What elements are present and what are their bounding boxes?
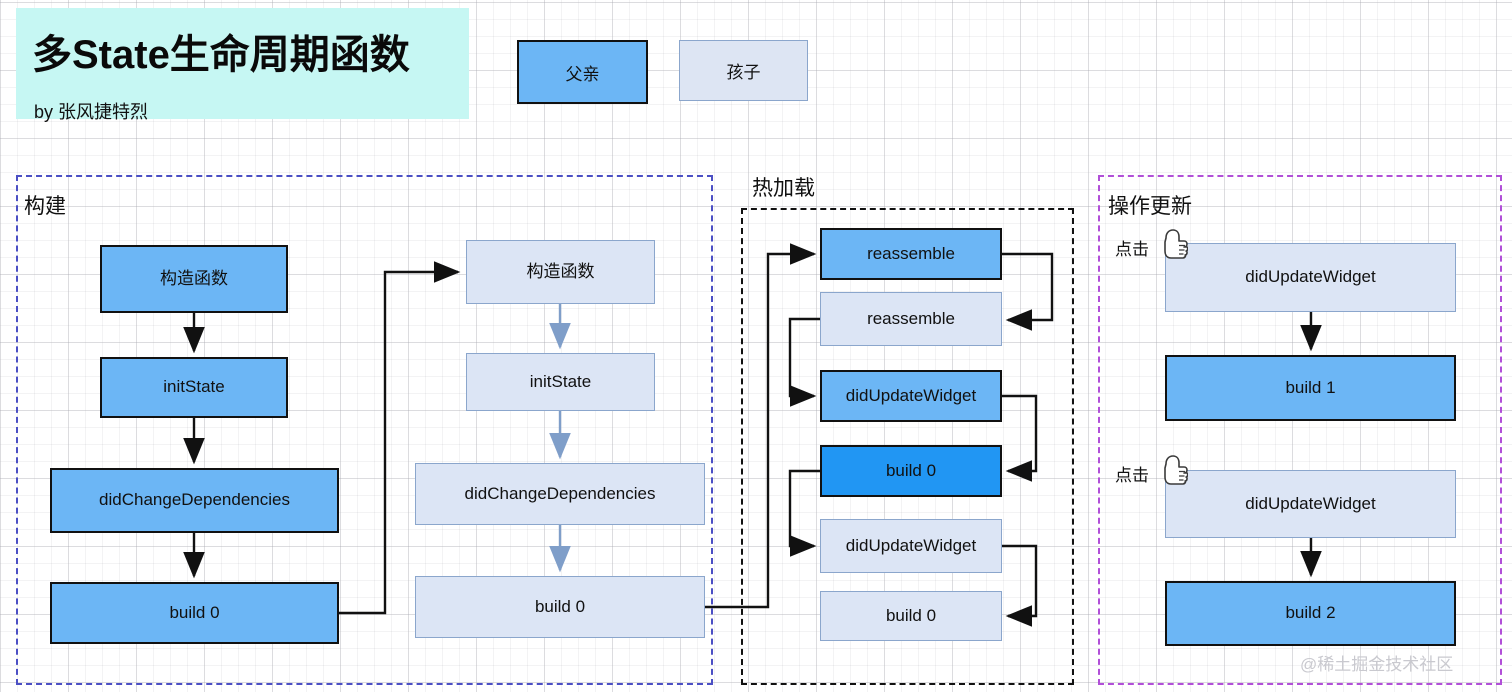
node-hot-didupdatewidget-child[interactable]: didUpdateWidget <box>820 519 1002 573</box>
author-byline: by 张风捷特烈 <box>34 102 149 122</box>
page-title: 多State生命周期函数 <box>32 33 410 77</box>
click-label-1: 点击 <box>1115 240 1149 259</box>
title-block: 多State生命周期函数 by 张风捷特烈 <box>16 8 469 122</box>
pointing-hand-icon <box>1164 455 1188 485</box>
panel-update <box>1098 175 1502 685</box>
node-parent-constructor[interactable]: 构造函数 <box>100 245 288 313</box>
node-hot-build0-child[interactable]: build 0 <box>820 591 1002 641</box>
node-child-didchangedependencies[interactable]: didChangeDependencies <box>415 463 705 525</box>
node-parent-didchangedependencies[interactable]: didChangeDependencies <box>50 468 339 533</box>
node-child-initstate[interactable]: initState <box>466 353 655 411</box>
node-update-didupdatewidget-1[interactable]: didUpdateWidget <box>1165 243 1456 312</box>
node-child-build0[interactable]: build 0 <box>415 576 705 638</box>
node-child-constructor[interactable]: 构造函数 <box>466 240 655 304</box>
panel-update-label: 操作更新 <box>1108 195 1192 218</box>
node-parent-initstate[interactable]: initState <box>100 357 288 418</box>
node-hot-build0-parent[interactable]: build 0 <box>820 445 1002 497</box>
node-hot-reassemble-child[interactable]: reassemble <box>820 292 1002 346</box>
legend-parent-swatch: 父亲 <box>517 40 648 104</box>
node-parent-build0[interactable]: build 0 <box>50 582 339 644</box>
node-hot-didupdatewidget-parent[interactable]: didUpdateWidget <box>820 370 1002 422</box>
panel-build-label: 构建 <box>24 195 66 218</box>
node-update-build1[interactable]: build 1 <box>1165 355 1456 421</box>
panel-hot-reload-label: 热加载 <box>752 177 815 200</box>
legend-child-swatch: 孩子 <box>679 40 808 101</box>
node-update-didupdatewidget-2[interactable]: didUpdateWidget <box>1165 470 1456 538</box>
watermark: @稀土掘金技术社区 <box>1300 655 1454 674</box>
click-label-2: 点击 <box>1115 466 1149 485</box>
pointing-hand-icon <box>1164 229 1188 259</box>
node-update-build2[interactable]: build 2 <box>1165 581 1456 646</box>
node-hot-reassemble-parent[interactable]: reassemble <box>820 228 1002 280</box>
